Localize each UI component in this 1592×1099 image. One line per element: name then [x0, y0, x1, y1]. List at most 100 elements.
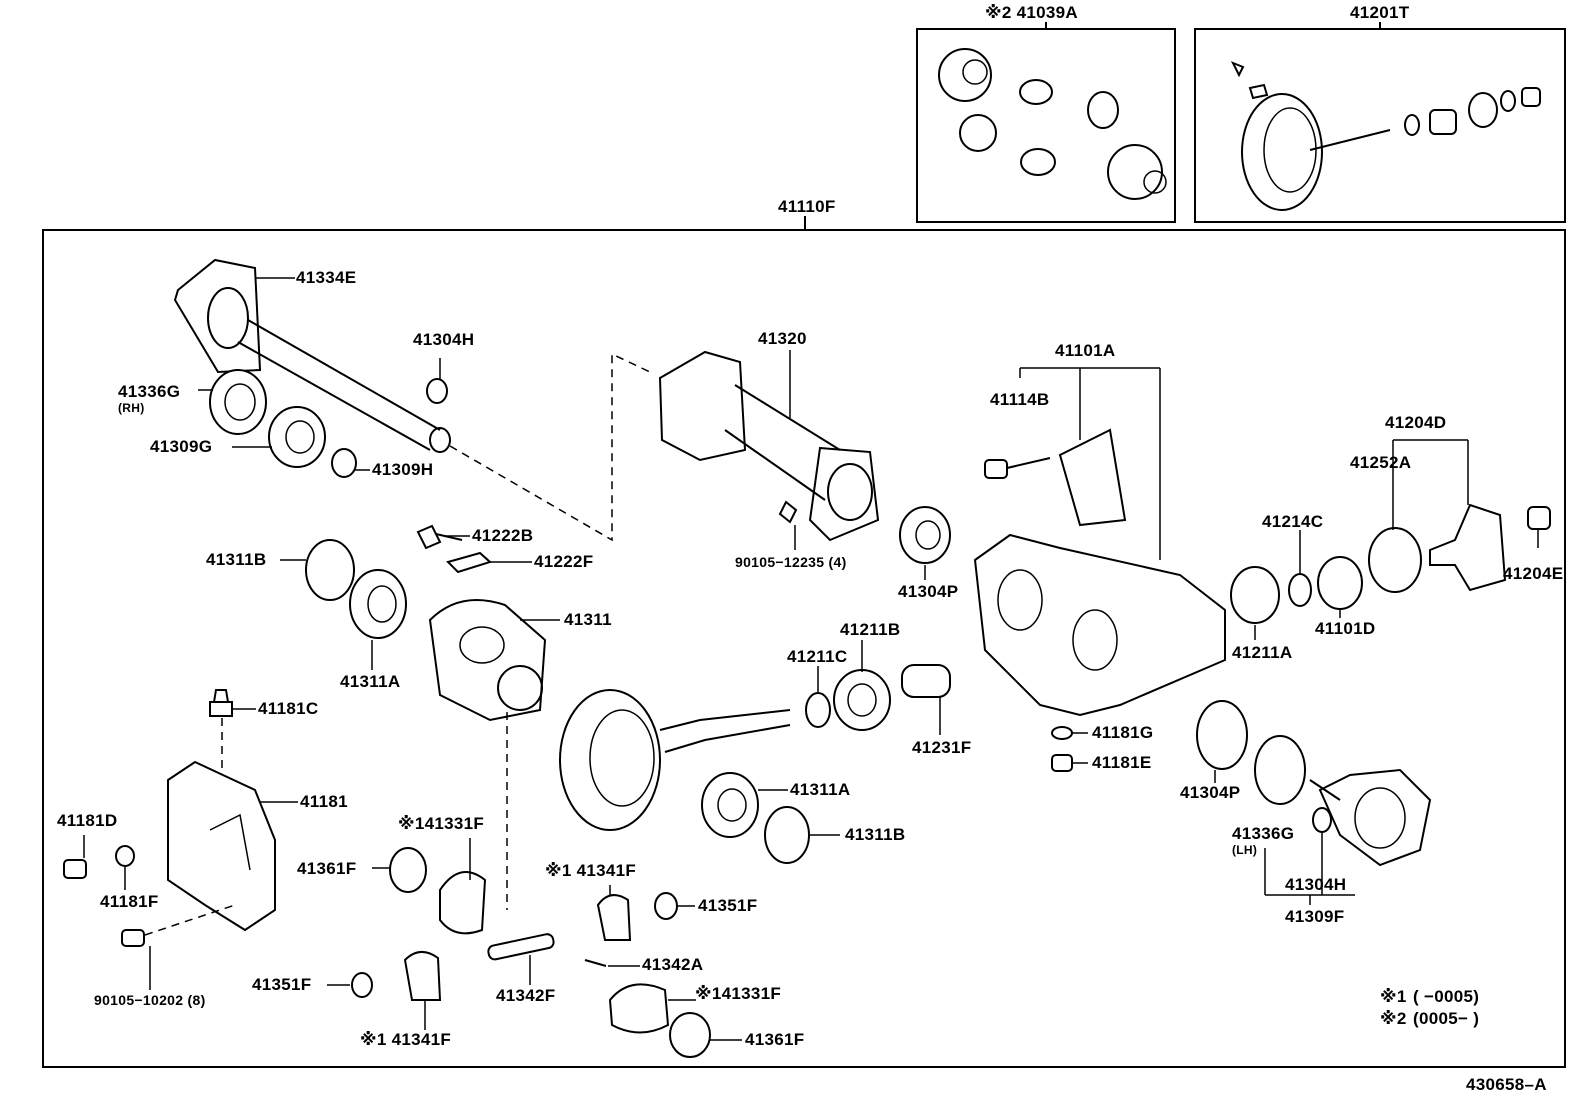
bearing-41211B [833, 669, 891, 731]
seal-41252A [1368, 527, 1422, 593]
label-41231F: 41231F [912, 738, 972, 757]
label-41309H: 41309H [372, 460, 434, 479]
bearing-41304P-upper [899, 506, 951, 564]
washer-41361F-left [389, 847, 427, 893]
label-41211C: 41211C [787, 647, 848, 666]
nut-41204E [1527, 506, 1551, 530]
bearing-41304P-lower [1196, 700, 1248, 770]
label-41336G-rh: 41336G [118, 382, 181, 401]
kit-box-right [1194, 28, 1566, 223]
axle-shaft-rh [173, 258, 451, 478]
carrier-cover [167, 760, 276, 932]
label-41101A: 41101A [1055, 341, 1116, 360]
label-41331F-lower: ※141331F [695, 984, 782, 1003]
label-41311B-left: 41311B [206, 550, 267, 569]
washer-41351F-left [351, 972, 373, 998]
label-41181G: 41181G [1092, 723, 1154, 742]
leader-lines [83, 277, 1539, 1041]
label-41361F-left: 41361F [297, 859, 357, 878]
label-41341F-bottom: ※1 41341F [360, 1030, 452, 1049]
seal-41311B-right [764, 806, 810, 864]
label-41320: 41320 [758, 329, 807, 348]
bearing-41311A-right [701, 772, 759, 838]
label-41351F-left: 41351F [252, 975, 312, 994]
label-41331F-upper: ※141331F [398, 814, 485, 833]
label-41311A-left: 41311A [340, 672, 401, 691]
washer-41361F-right [669, 1012, 711, 1058]
kit-label-right: 41201T [1350, 3, 1410, 22]
breather-plug [209, 689, 233, 717]
pinion-gear-41341F-bottom [403, 951, 442, 1001]
spacer-41211C [805, 692, 831, 728]
note-2-range: (0005− ) [1413, 1009, 1480, 1028]
label-41181D: 41181D [57, 811, 118, 830]
dash-shaft-to-tube [449, 352, 651, 542]
label-41114B: 41114B [990, 390, 1050, 409]
carrier-housing [973, 428, 1226, 717]
label-41304H-top: 41304H [413, 330, 475, 349]
label-41101D: 41101D [1315, 619, 1376, 638]
kit-label-left: ※2 41039A [985, 3, 1078, 22]
axle-tube [658, 350, 880, 542]
label-41211B: 41211B [840, 620, 901, 639]
spacer-41214C [1288, 573, 1312, 607]
note-1-mark: ※1 [1380, 987, 1407, 1006]
seal-41311B-left [305, 539, 355, 601]
kit-differential-gears [938, 48, 1167, 200]
label-41309G: 41309G [150, 437, 213, 456]
kit-box-left [916, 28, 1176, 223]
seal-41336G-lh [1254, 735, 1306, 805]
label-90105-12235: 90105−12235 (4) [735, 554, 847, 570]
label-41181E: 41181E [1092, 753, 1152, 772]
label-41342F: 41342F [496, 986, 556, 1005]
label-41181C: 41181C [258, 699, 319, 718]
label-90105-10202: 90105−10202 (8) [94, 992, 206, 1008]
bearing-41101D [1317, 556, 1363, 610]
label-41334E: 41334E [296, 268, 357, 287]
plug-41181E [1051, 754, 1073, 772]
note-1-range: ( −0005) [1413, 987, 1480, 1006]
label-41342A: 41342A [642, 955, 704, 974]
label-41311B-right: 41311B [845, 825, 906, 844]
label-41336G-rh-note: (RH) [118, 401, 145, 415]
label-41341F-mid: ※1 41341F [545, 861, 637, 880]
plug-41181D [63, 859, 87, 879]
label-41309F: 41309F [1285, 907, 1345, 926]
side-gear-41331F-upper [439, 871, 487, 935]
differential-case [428, 599, 547, 722]
label-41336G-lh: 41336G [1232, 824, 1295, 843]
washer-41351F-right [654, 892, 678, 920]
side-gear-41331F-lower [608, 983, 670, 1034]
label-41311A-right: 41311A [790, 780, 851, 799]
label-41204D: 41204D [1385, 413, 1447, 432]
main-assembly-label: 41110F [778, 197, 836, 216]
label-41351F-right: 41351F [698, 896, 758, 915]
label-41204E: 41204E [1503, 564, 1564, 583]
axle-shaft-lh [1309, 768, 1432, 867]
pin-41342F [487, 933, 555, 961]
note-2-mark: ※2 [1380, 1009, 1407, 1028]
pinion-gear-41341F-mid [596, 894, 632, 941]
pin-41342A [584, 959, 607, 967]
label-41222B: 41222B [472, 526, 534, 545]
label-41181: 41181 [300, 792, 348, 811]
label-41181F: 41181F [100, 892, 159, 911]
diagram-code: 430658–A [1466, 1075, 1547, 1094]
label-41304P-upper: 41304P [898, 582, 959, 601]
snap-ring-41304H-bottom [1312, 807, 1332, 833]
bearing-41311A-left [349, 569, 407, 639]
label-41214C: 41214C [1262, 512, 1324, 531]
bolt-90105-10202 [121, 929, 145, 947]
washer-41181F [115, 845, 135, 867]
kit-ring-pinion [1230, 61, 1541, 211]
sleeve-41231F [901, 664, 951, 698]
label-41304P-lower: 41304P [1180, 783, 1241, 802]
label-41304H-bottom: 41304H [1285, 875, 1347, 894]
label-41222F: 41222F [534, 552, 594, 571]
ring-gear-pinion [559, 689, 791, 831]
dash-cover-bolt [144, 904, 236, 936]
washer-41181G [1051, 726, 1073, 740]
label-41311: 41311 [564, 610, 612, 629]
lock-41222F [446, 551, 492, 574]
